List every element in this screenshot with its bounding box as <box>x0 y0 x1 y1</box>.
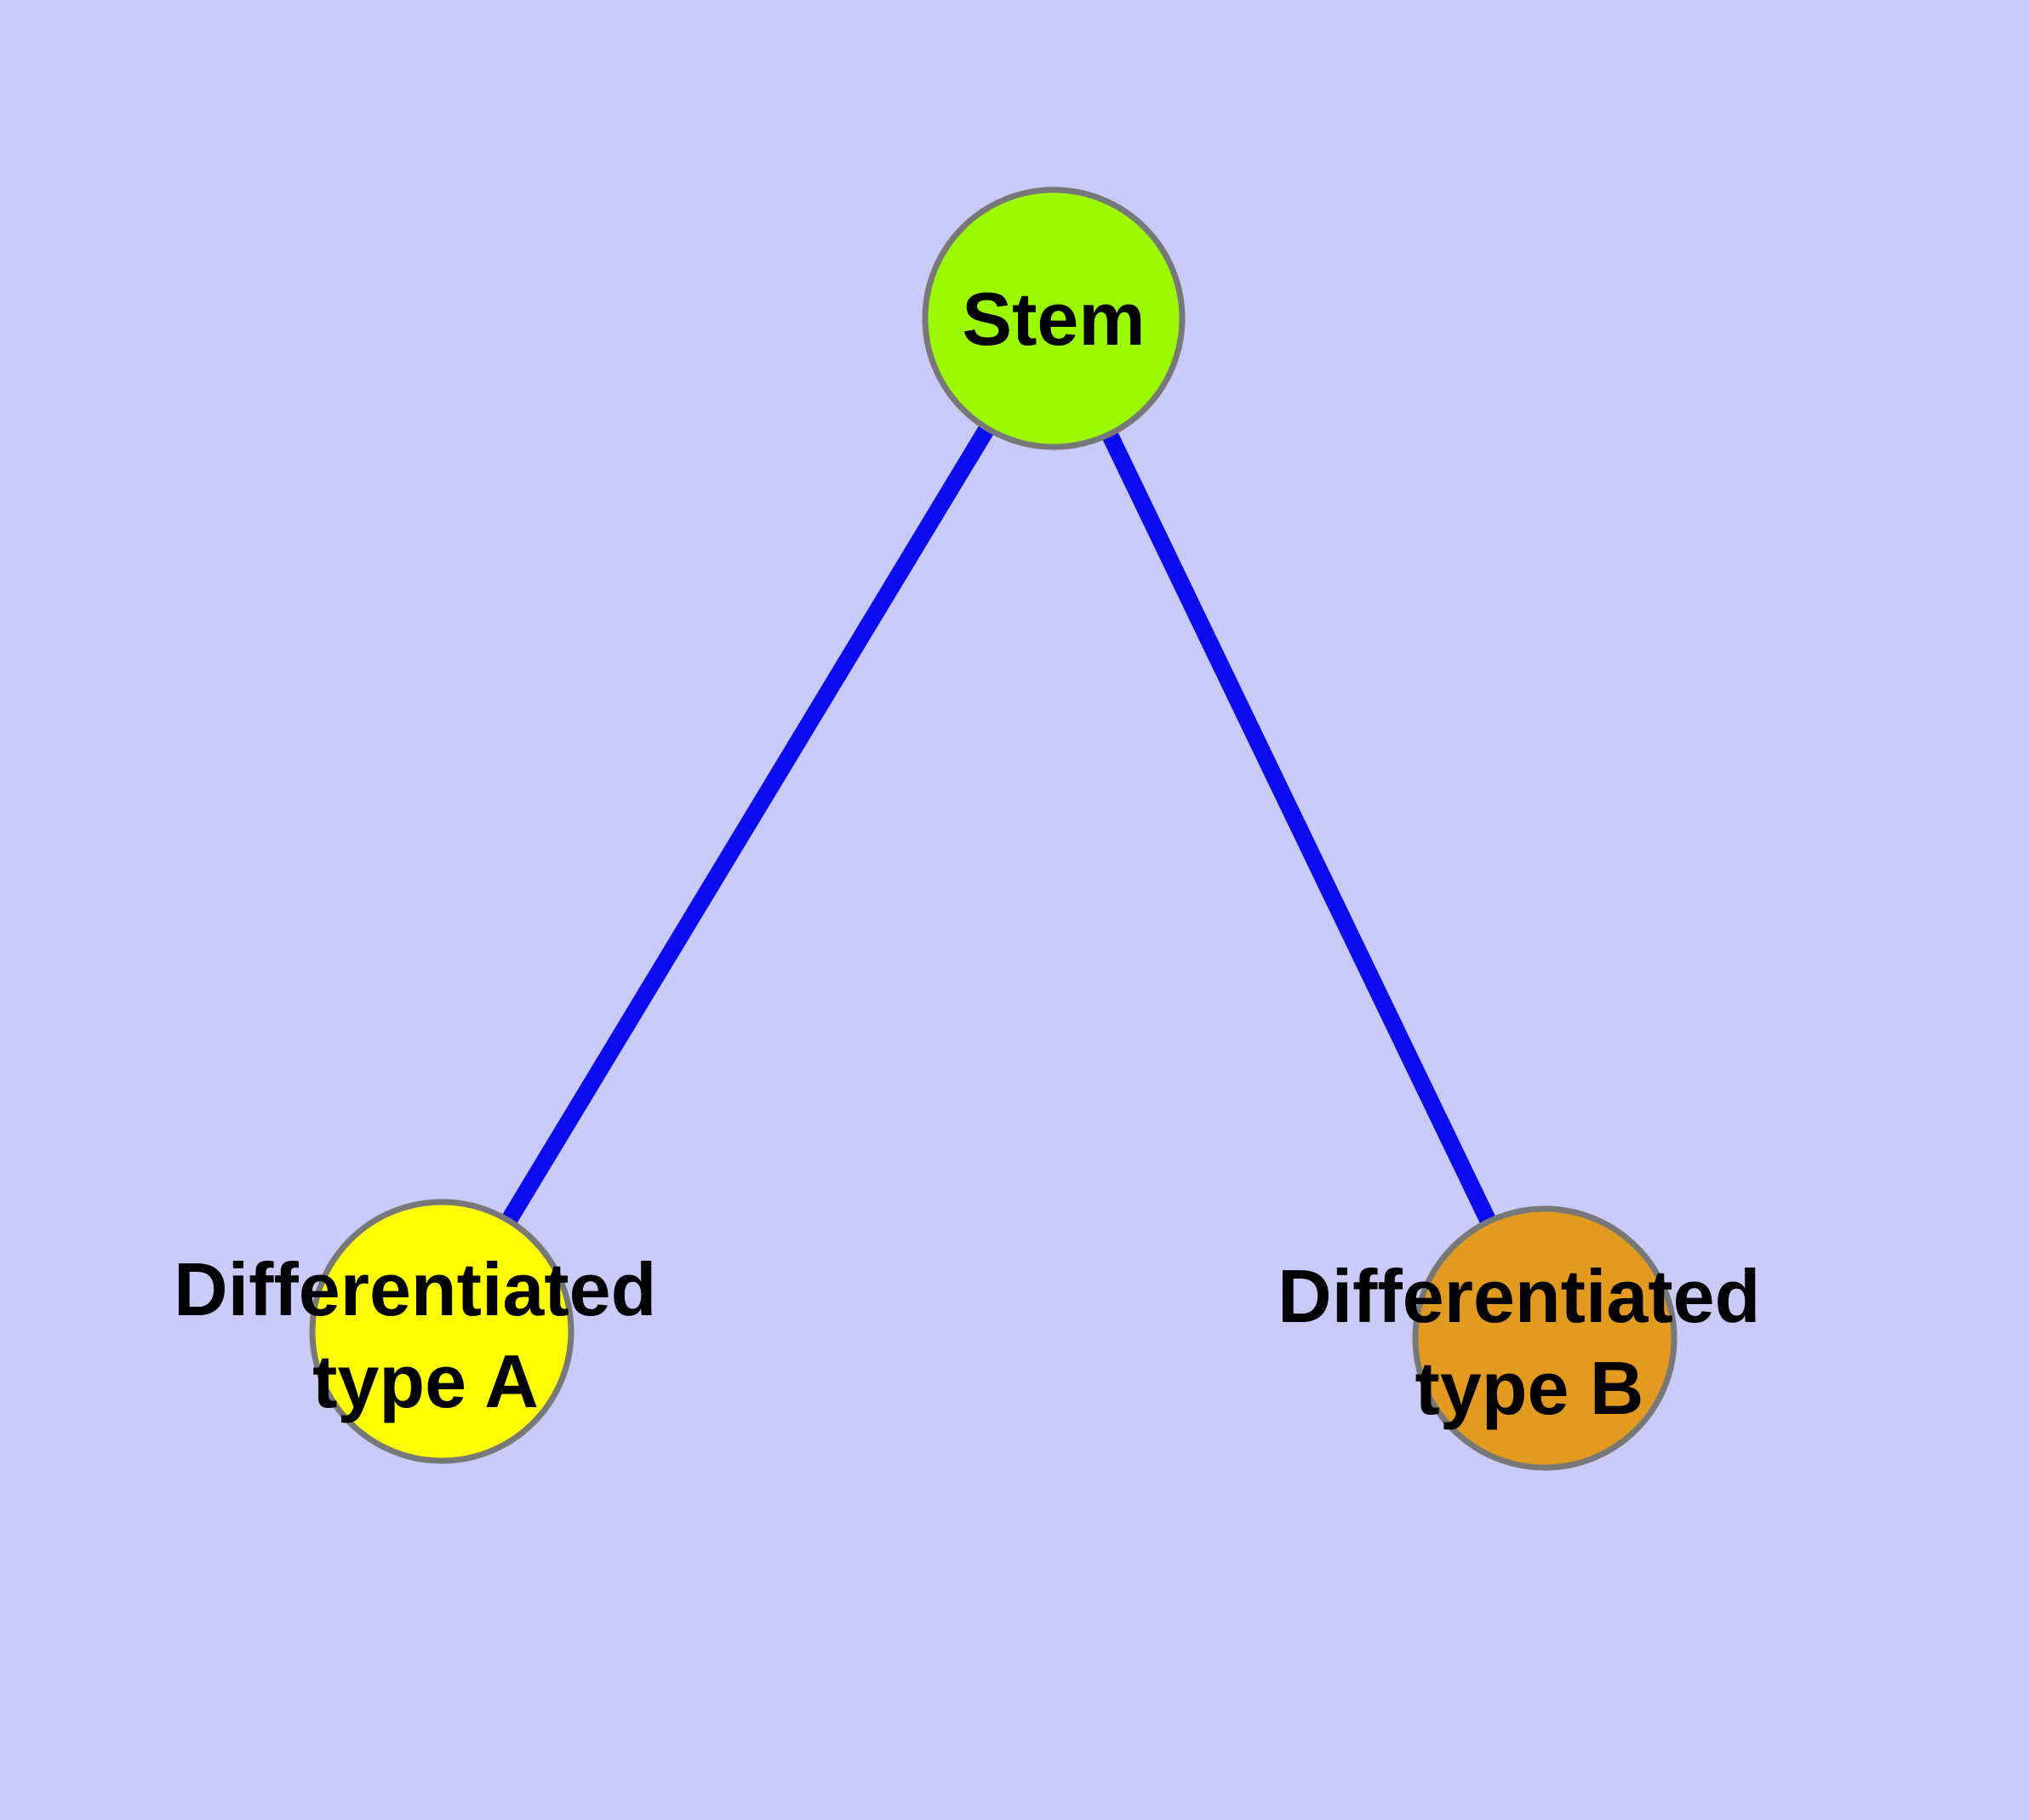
stem-node <box>922 186 1186 450</box>
type-a-node <box>309 1199 574 1464</box>
type-b-label-line1: Differentiated <box>1277 1254 1760 1338</box>
stem-node-label: Stem <box>962 277 1145 361</box>
type-b-node <box>1412 1205 1677 1471</box>
type-a-node-label: Differentiated type A <box>174 1247 677 1423</box>
edge-stem-to-type-b <box>1045 314 1553 1342</box>
edge-stem-to-type-a <box>434 313 1061 1336</box>
type-b-node-label: Differentiated type B <box>1277 1254 1781 1430</box>
type-a-label-line1: Differentiated <box>174 1247 656 1331</box>
type-a-label-line2: type A <box>312 1339 539 1423</box>
type-b-label-line2: type B <box>1415 1346 1644 1430</box>
